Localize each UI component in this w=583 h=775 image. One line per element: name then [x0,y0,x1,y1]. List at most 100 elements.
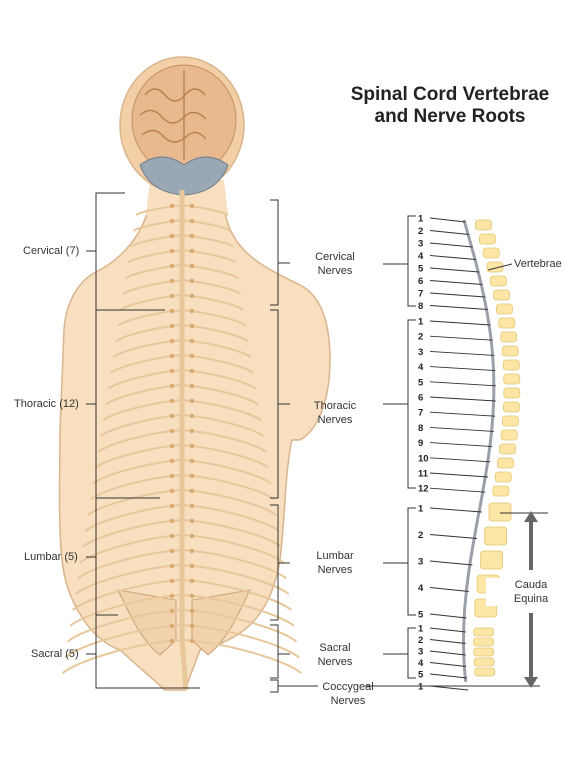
cervical-root-number: 1 [418,214,424,225]
title-line-1: Spinal Cord Vertebrae [350,84,550,105]
vertebrae-pointer [487,263,513,271]
lumbar-root-line [429,587,469,592]
thoracic-root-line [429,426,494,432]
ganglion [169,413,175,419]
vertebra-body [475,219,492,231]
ganglion [169,548,175,554]
lumbar-root-number: 2 [418,530,423,541]
ganglion [189,278,195,284]
ganglion [189,353,195,359]
ganglion [189,518,195,524]
ganglion [189,443,195,449]
brain-folds [139,70,207,160]
nerve-branch-left [120,294,183,311]
cervical-root-line [429,305,488,310]
vertebra-body [500,429,518,441]
thoracic-root-number: 5 [418,377,424,388]
nerve-branch-right [181,294,244,311]
lumbar-root-number: 1 [418,504,424,515]
ganglion [189,323,195,329]
nerve-branch-right [181,564,290,595]
nerve-branch-left [117,309,183,327]
right-brackets [270,199,318,693]
vertebra-body [502,415,519,427]
cervical-root-line [429,217,466,223]
sacral-root-number: 3 [418,647,423,658]
thoracic-root-line [429,487,486,493]
thoracic-root-number: 12 [418,484,429,495]
label-cervical: Cervical (7) [23,245,80,257]
ganglion [189,503,195,509]
nerve-branch-left [72,579,183,611]
ganglion [169,233,175,239]
nerve-branch-left [115,324,183,343]
vertebra-body [474,667,496,677]
ganglion [189,563,195,569]
nerve-branch-left [127,249,183,264]
ganglion [169,533,175,539]
sacral-root-line [429,673,467,679]
vertebra-body [499,443,516,455]
cerebellum [139,156,229,196]
ganglion [189,473,195,479]
cervical-root-number: 8 [418,301,423,312]
sacral-root-number: 2 [418,635,423,646]
ganglion [169,338,175,344]
label-cauda-equina: Cauda Equina [486,578,576,606]
ganglion [169,458,175,464]
ganglion [189,308,195,314]
thoracic-root-line [429,335,493,341]
cervical-root-number: 5 [418,264,424,275]
thoracic-root-number: 11 [418,469,429,480]
root-brackets [365,215,540,687]
nerve-branch-left [74,564,183,595]
thoracic-root-number: 10 [418,453,429,464]
vertebra-body [480,550,503,570]
vertebra-body [503,373,521,385]
ganglion [169,368,175,374]
ganglion [169,278,175,284]
cervical-root-line [429,292,486,298]
vertebra-body [473,647,495,657]
nerve-branch-right [181,639,303,674]
left-brackets [86,192,200,689]
lumbar-root-line [429,534,477,539]
ganglion [169,473,175,479]
vertebra-body [492,485,510,497]
nerve-branch-right [181,609,297,643]
thoracic-root-number: 3 [418,347,423,358]
ganglion [189,218,195,224]
nerve-branch-left [110,354,183,374]
label-lumbar-nerves: Lumbar Nerves [316,550,354,576]
coccygeal-root-number: 1 [418,682,424,693]
diagram-title: Spinal Cord Vertebrae and Nerve Roots [340,84,560,128]
thoracic-root-number: 8 [418,423,423,434]
nerve-branch-right [181,369,257,390]
nerve-branch-left [135,204,183,216]
ganglion [169,428,175,434]
sacral-root-line [429,639,466,644]
ganglion [189,638,195,644]
nerve-branch-right [181,354,254,374]
ganglion [189,233,195,239]
sacral-root-number: 1 [418,624,424,635]
thoracic-root-line [429,381,496,387]
vertebra-body [478,233,496,245]
nerve-branch-right [181,624,300,659]
vertebra-body [490,275,507,287]
cervical-root-line [429,242,473,248]
thoracic-root-number: 7 [418,408,423,419]
label-vertebrae: Vertebrae [514,258,562,270]
vertebra-body [495,303,513,315]
ganglion [169,383,175,389]
vertebra-body [502,359,520,371]
ganglion [189,548,195,554]
thoracic-root-line [429,350,495,356]
lumbar-root-line [429,507,482,513]
ganglion [189,293,195,299]
ganglion [189,533,195,539]
cervical-root-number: 2 [418,226,423,237]
ganglion [189,428,195,434]
